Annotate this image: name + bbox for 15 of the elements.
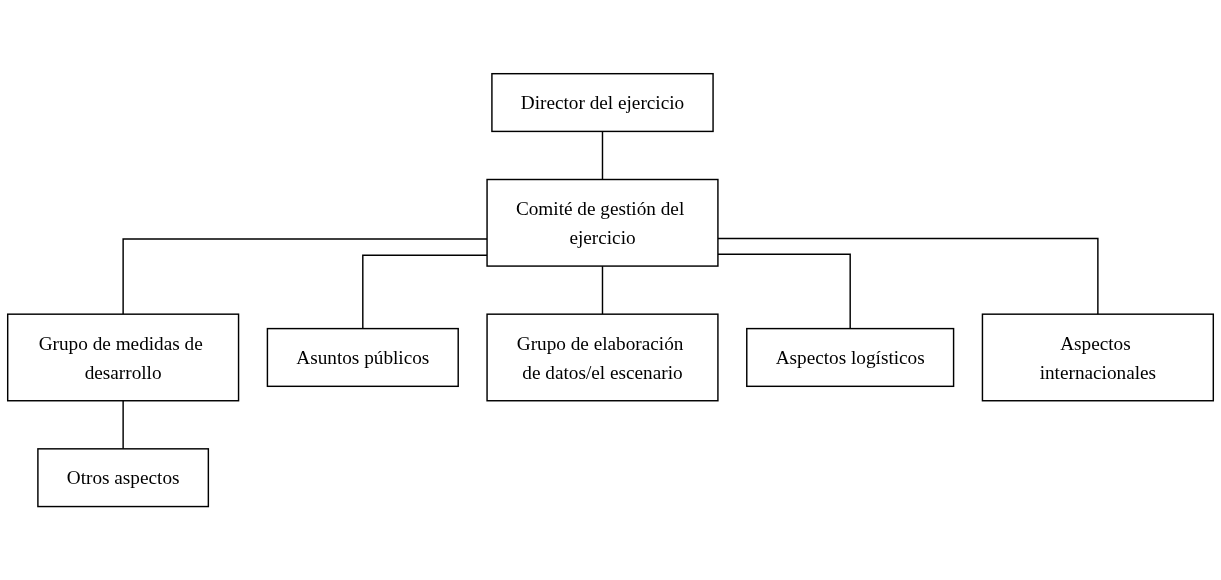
- node-box: Director del ejercicio: [491, 72, 714, 132]
- node-box: Asuntos públicos: [266, 327, 459, 387]
- node-box: Aspectos logísticos: [746, 327, 955, 387]
- connector: [601, 265, 604, 315]
- connector: [122, 238, 488, 315]
- node-box: Aspectos internacionales: [981, 313, 1214, 402]
- connector: [717, 237, 1099, 315]
- node-box: Grupo de elaboración de datos/el escenario: [486, 313, 719, 402]
- node-box: Comité de gestión del ejercicio: [486, 178, 719, 267]
- connector: [717, 253, 851, 330]
- node-box: Otros aspectos: [37, 448, 210, 508]
- connector: [362, 254, 488, 330]
- connector: [601, 130, 604, 181]
- connector: [122, 399, 124, 450]
- node-box: Grupo de medidas de desarrollo: [7, 313, 240, 402]
